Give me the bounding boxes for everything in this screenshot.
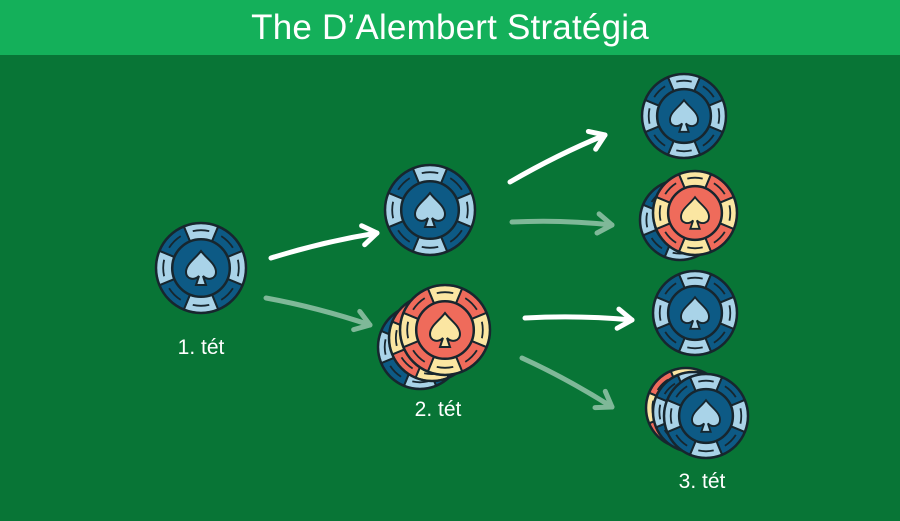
arrow-loss-2a: [509, 211, 615, 236]
spade-icon: [413, 191, 447, 228]
chip-bet-3-lw: [651, 269, 739, 357]
chip-bet-3-ll-front: [662, 372, 750, 460]
spade-icon: [428, 311, 462, 348]
page-title: The D’Alembert Stratégia: [251, 7, 649, 47]
spade-icon: [680, 195, 710, 230]
chip-bet-2-win: [383, 163, 477, 257]
bet-1-label: 1. tét: [177, 336, 225, 359]
chip-bet-2-loss-front: [398, 283, 492, 377]
chip-bet-3-ww: [640, 72, 728, 160]
spade-icon: [691, 398, 721, 433]
arrow-win-2b: [522, 306, 635, 331]
header-bar: The D’Alembert Stratégia: [0, 0, 900, 55]
arrow-loss-2b: [519, 355, 615, 411]
spade-icon: [669, 98, 699, 133]
arrow-win-1: [268, 223, 380, 261]
spade-icon: [680, 295, 710, 330]
spade-icon: [184, 249, 218, 286]
bet-3-label: 3. tét: [678, 470, 726, 493]
bet-2-label: 2. tét: [414, 398, 462, 421]
arrow-win-2a: [507, 128, 608, 185]
chip-bet-3-wl-front: [651, 169, 739, 257]
chip-bet-1: [154, 221, 248, 315]
arrow-loss-1: [263, 295, 373, 333]
